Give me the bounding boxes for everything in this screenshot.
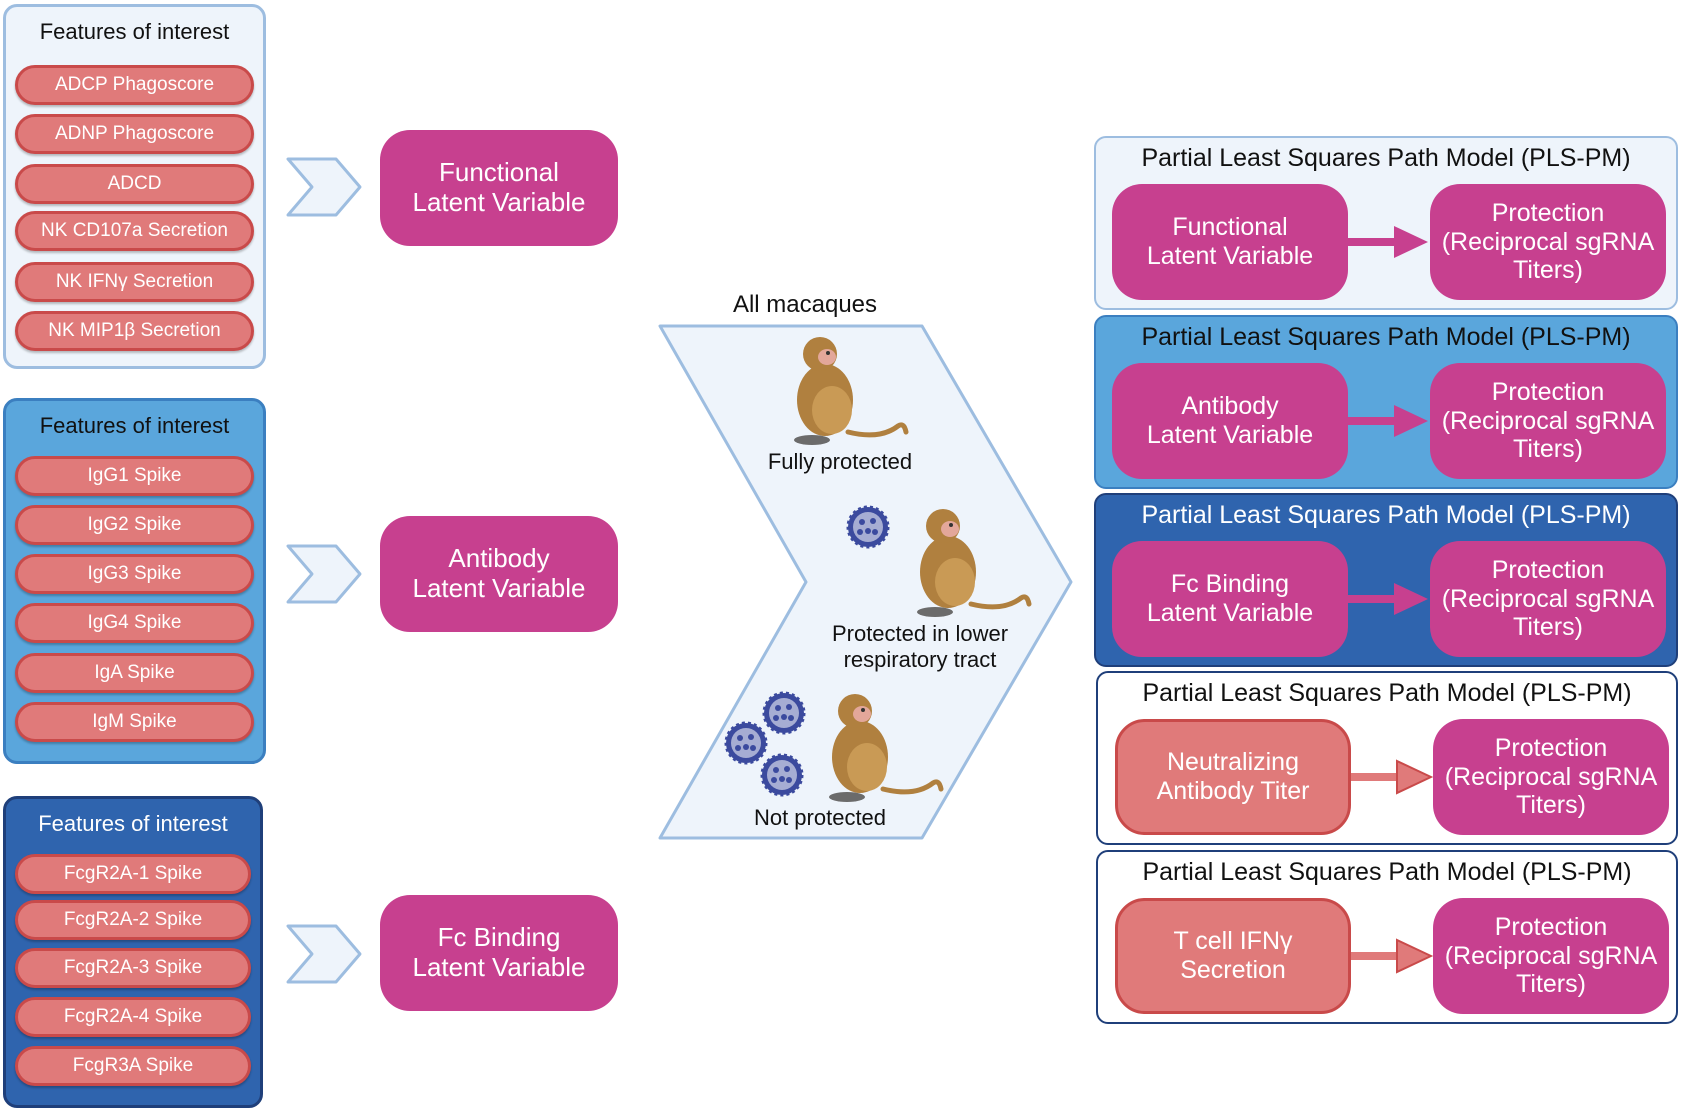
arrow-right-icon [1348, 405, 1428, 437]
pls-title: Partial Least Squares Path Model (PLS-PM… [1142, 679, 1632, 707]
macaque-icon [917, 509, 1032, 617]
feature-pill: FcgR2A-1 Spike [15, 854, 251, 894]
features-title: Features of interest [39, 413, 230, 438]
pls-target-node: Protection (Reciprocal sgRNA Titers) [1430, 363, 1666, 479]
feature-pill: FcgR2A-3 Spike [15, 948, 251, 988]
group-label-protected-lower: Protected in lower respiratory tract [831, 621, 1009, 673]
arrow-right-icon [1351, 759, 1433, 795]
latent-variable-fc-binding: Fc Binding Latent Variable [380, 895, 618, 1011]
pls-title: Partial Least Squares Path Model (PLS-PM… [1141, 144, 1631, 172]
feature-pill: ADNP Phagoscore [15, 114, 254, 154]
feature-pill: IgM Spike [15, 702, 254, 742]
pls-target-node: Protection (Reciprocal sgRNA Titers) [1433, 898, 1669, 1014]
feature-pill: FcgR2A-2 Spike [15, 900, 251, 940]
pls-source-node: Functional Latent Variable [1112, 184, 1348, 300]
pls-source-node: T cell IFNγ Secretion [1115, 898, 1351, 1014]
features-box-functional: Features of interest ADCP Phagoscore ADN… [3, 4, 266, 369]
feature-pill: ADCD [15, 164, 254, 204]
pls-title: Partial Least Squares Path Model (PLS-PM… [1141, 501, 1631, 529]
pls-source-node: Neutralizing Antibody Titer [1115, 719, 1351, 835]
pls-panel: Partial Least Squares Path Model (PLS-PM… [1094, 136, 1678, 310]
virus-icon [760, 753, 804, 797]
arrow-right-icon [1348, 583, 1428, 615]
pls-source-node: Fc Binding Latent Variable [1112, 541, 1348, 657]
feature-pill: IgG3 Spike [15, 554, 254, 594]
virus-icon [762, 691, 806, 735]
group-label-fully-protected: Fully protected [767, 449, 913, 474]
feature-pill: NK MIP1β Secretion [15, 311, 254, 351]
macaque-icon [794, 337, 909, 445]
pls-panel: Partial Least Squares Path Model (PLS-PM… [1094, 493, 1678, 667]
features-title: Features of interest [39, 19, 230, 44]
group-label-not-protected: Not protected [753, 805, 887, 830]
feature-pill: IgA Spike [15, 653, 254, 693]
latent-variable-antibody: Antibody Latent Variable [380, 516, 618, 632]
features-box-antibody: Features of interest IgG1 Spike IgG2 Spi… [3, 398, 266, 764]
feature-pill: IgG2 Spike [15, 505, 254, 545]
pls-panel: Partial Least Squares Path Model (PLS-PM… [1096, 671, 1678, 845]
features-title: Features of interest [38, 811, 228, 836]
feature-pill: NK CD107a Secretion [15, 211, 254, 251]
pls-panel: Partial Least Squares Path Model (PLS-PM… [1096, 850, 1678, 1024]
pls-title: Partial Least Squares Path Model (PLS-PM… [1141, 323, 1631, 351]
all-macaques-title: All macaques [732, 291, 878, 318]
chevron-arrow-icon [286, 544, 362, 604]
feature-pill: ADCP Phagoscore [15, 65, 254, 105]
virus-icon [846, 505, 890, 549]
arrow-right-icon [1351, 938, 1433, 974]
pls-title: Partial Least Squares Path Model (PLS-PM… [1142, 858, 1632, 886]
pls-source-node: Antibody Latent Variable [1112, 363, 1348, 479]
chevron-arrow-icon [286, 924, 362, 984]
pls-target-node: Protection (Reciprocal sgRNA Titers) [1433, 719, 1669, 835]
virus-icon [724, 721, 768, 765]
pls-panel: Partial Least Squares Path Model (PLS-PM… [1094, 315, 1678, 489]
feature-pill: FcgR3A Spike [15, 1046, 251, 1086]
macaque-icon [829, 694, 944, 802]
feature-pill: IgG4 Spike [15, 603, 254, 643]
feature-pill: FcgR2A-4 Spike [15, 997, 251, 1037]
feature-pill: IgG1 Spike [15, 456, 254, 496]
chevron-arrow-icon [286, 157, 362, 217]
features-box-fc-binding: Features of interest FcgR2A-1 Spike FcgR… [3, 796, 263, 1108]
latent-variable-functional: Functional Latent Variable [380, 130, 618, 246]
pls-target-node: Protection (Reciprocal sgRNA Titers) [1430, 184, 1666, 300]
pls-target-node: Protection (Reciprocal sgRNA Titers) [1430, 541, 1666, 657]
arrow-right-icon [1348, 226, 1428, 258]
feature-pill: NK IFNγ Secretion [15, 262, 254, 302]
